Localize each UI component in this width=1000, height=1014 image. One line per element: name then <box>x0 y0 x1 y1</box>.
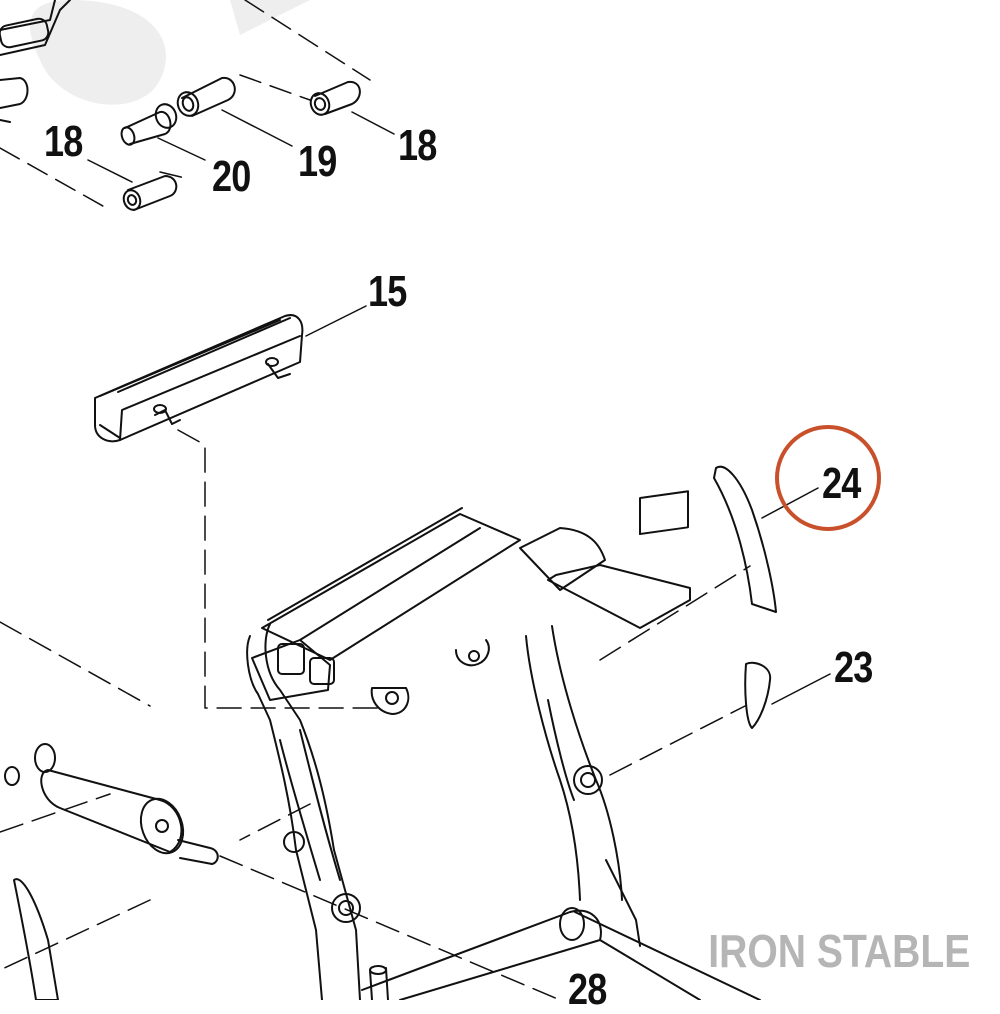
bushing-part-19 <box>176 76 236 117</box>
trim-dashed-guides <box>599 565 751 776</box>
bushing-part-20 <box>120 103 178 146</box>
callout-24: 24 <box>822 459 861 508</box>
left-dashed-guides <box>0 621 561 1000</box>
background-watermark-shape <box>30 0 166 105</box>
callout-18-left: 18 <box>44 117 83 166</box>
cylinder-part <box>4 743 219 865</box>
callout-20: 20 <box>212 152 251 201</box>
highlight-ring <box>775 425 881 531</box>
main-frame-assembly <box>246 490 761 1000</box>
callout-28: 28 <box>568 965 607 1014</box>
top-dashed-alignment-lines <box>0 0 371 211</box>
bushing-part-18-right <box>309 80 361 116</box>
part-23-trim-piece <box>744 661 831 729</box>
bushing-part-18-left <box>122 175 178 211</box>
upper-left-bracket-fragment <box>0 0 71 123</box>
top-leader-lines <box>87 109 395 183</box>
callout-19: 19 <box>298 137 337 186</box>
part-15-foot-pad <box>94 305 367 443</box>
bottom-left-trim-piece <box>13 878 59 1000</box>
background-watermark-shape-2 <box>230 0 310 35</box>
part-24-trim-piece <box>713 465 819 613</box>
callout-23: 23 <box>834 643 873 692</box>
callout-18-right: 18 <box>398 121 437 170</box>
callout-15: 15 <box>368 267 407 316</box>
watermark-text: IRON STABLE <box>707 925 970 977</box>
